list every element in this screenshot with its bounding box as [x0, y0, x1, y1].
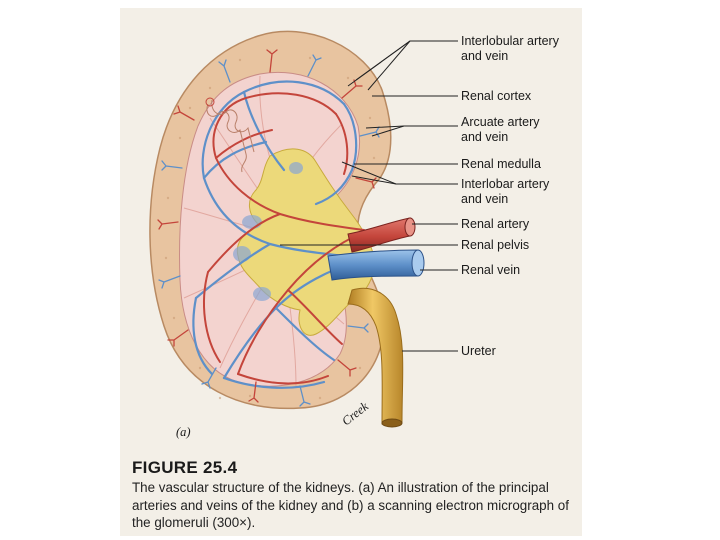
figure-caption-title: FIGURE 25.4: [132, 458, 238, 477]
calyx-shading: [233, 162, 303, 301]
renal-vein-cut-end: [411, 249, 425, 277]
label-renal-medulla: Renal medulla: [461, 157, 541, 171]
label-interlobular-line2: and vein: [461, 49, 508, 63]
label-interlobular-line1: Interlobular artery: [461, 34, 560, 48]
label-renal-vein: Renal vein: [461, 263, 520, 277]
nephron-sketch: [205, 97, 255, 173]
renal-vein: [327, 249, 419, 281]
artist-signature: Creek: [339, 399, 371, 428]
label-leader-lines: [280, 40, 458, 352]
kidney-illustration: Interlobular artery and vein Renal corte…: [149, 30, 560, 439]
figure-caption-text: The vascular structure of the kidneys. (…: [132, 480, 569, 530]
label-renal-pelvis: Renal pelvis: [461, 238, 529, 252]
label-arcuate-line2: and vein: [461, 130, 508, 144]
label-renal-cortex: Renal cortex: [461, 89, 532, 103]
interlobular-vessels: [157, 49, 380, 407]
label-arcuate-line1: Arcuate artery: [461, 115, 540, 129]
panel-label: (a): [176, 425, 191, 439]
cortex-texture: [164, 50, 376, 400]
label-renal-artery: Renal artery: [461, 217, 530, 231]
diagram-labels: Interlobular artery and vein Renal corte…: [176, 34, 560, 439]
renal-artery-cut-end: [404, 217, 416, 237]
figure-page: Interlobular artery and vein Renal corte…: [120, 8, 582, 536]
label-interlobar-line1: Interlobar artery: [461, 177, 550, 191]
label-ureter: Ureter: [461, 344, 496, 358]
ureter-cut-end: [381, 418, 403, 428]
label-interlobar-line2: and vein: [461, 192, 508, 206]
